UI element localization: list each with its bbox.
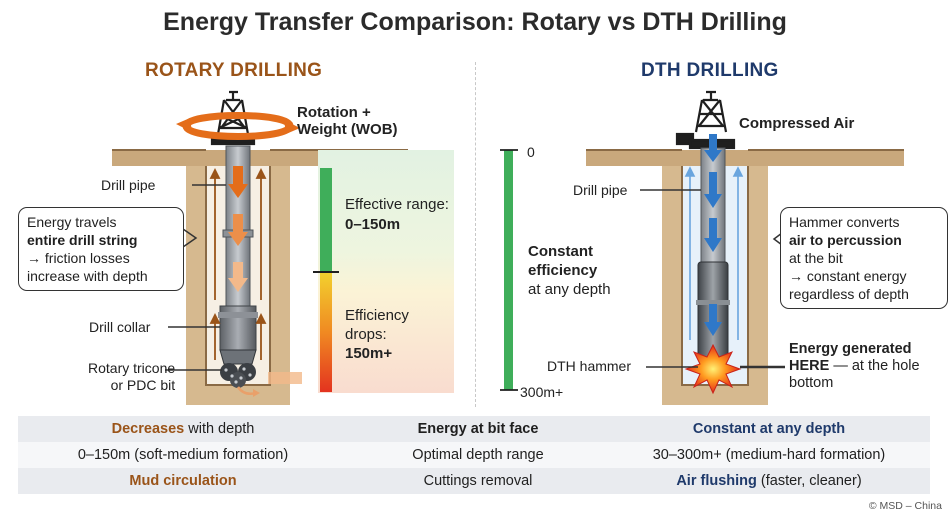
efficiency-drop-label: Efficiency drops: 150m+ xyxy=(345,306,409,363)
energy-line-3: bottom xyxy=(789,375,834,391)
energy-line-2-rest: — at the hole xyxy=(829,358,920,374)
rotary-bit-line-2: or PDC bit xyxy=(110,377,176,393)
effective-range-value: 0–150m xyxy=(345,216,401,233)
rotary-energy-arrows xyxy=(228,166,248,292)
efficiency-drop-bar xyxy=(320,272,332,392)
percussion-blast-icon xyxy=(684,343,742,395)
rotary-bit-line-1: Rotary tricone xyxy=(88,360,176,376)
dth-depth-scale xyxy=(500,149,518,391)
cell-emphasis: Decreases xyxy=(111,421,185,437)
rotary-callout-line-3: → friction losses xyxy=(27,250,130,266)
constant-line-1: Constant xyxy=(528,243,593,260)
air-flow-arrows xyxy=(704,134,722,336)
efficiency-zone xyxy=(318,150,454,393)
cell-text: 0–150m (soft-medium formation) xyxy=(77,447,289,463)
table-row: Decreases with depth Energy at bit face … xyxy=(18,416,930,442)
table-cell-dth: 30–300m+ (medium-hard formation) xyxy=(608,447,930,463)
comparison-table: Decreases with depth Energy at bit face … xyxy=(18,416,930,494)
rotary-annulus-arrows xyxy=(209,167,267,360)
dth-drill-pipe-label: Drill pipe xyxy=(573,182,628,198)
constant-line-3: at any depth xyxy=(528,281,611,298)
cell-emphasis: Air flushing xyxy=(676,473,757,489)
effective-range-bar xyxy=(320,168,332,272)
dth-callout-line-2: air to percussion xyxy=(789,232,902,248)
depth-top-label: 0 xyxy=(527,144,535,160)
cell-text: with depth xyxy=(184,421,255,437)
table-cell-criterion: Energy at bit face xyxy=(417,421,539,437)
dth-hammer-callout: Hammer converts air to percussion at the… xyxy=(780,207,948,309)
cell-emphasis: Mud circulation xyxy=(129,473,237,489)
efficiency-drop-line-1: Efficiency xyxy=(345,307,409,324)
dth-hammer-label: DTH hammer xyxy=(547,358,632,374)
rotary-heading: ROTARY DRILLING xyxy=(145,60,323,81)
constant-line-2: efficiency xyxy=(528,262,598,279)
cell-text: 30–300m+ (medium-hard formation) xyxy=(652,447,886,463)
effective-range-line-1: Effective range: xyxy=(345,196,449,213)
table-row: 0–150m (soft-medium formation) Optimal d… xyxy=(18,442,930,468)
dth-callout-line-3: at the bit xyxy=(789,250,843,266)
efficiency-drop-value: 150m+ xyxy=(345,345,393,362)
table-cell-dth: Constant at any depth xyxy=(608,421,930,437)
energy-generated-label: Energy generated HERE — at the hole bott… xyxy=(789,341,920,392)
rotary-callout-line-2: entire drill string xyxy=(27,232,138,248)
air-return-arrows xyxy=(684,166,744,340)
table-cell-criterion: Cuttings removal xyxy=(423,473,533,489)
tricone-bit-icon xyxy=(219,349,302,397)
energy-line-1: Energy generated xyxy=(789,341,912,357)
rotary-leader-lines xyxy=(165,184,226,371)
rotation-label-line-1: Rotation + xyxy=(297,104,371,121)
page-title: Energy Transfer Comparison: Rotary vs DT… xyxy=(163,8,787,36)
section-divider xyxy=(475,62,476,407)
cell-text: (faster, cleaner) xyxy=(756,473,862,489)
rotary-callout-line-4: increase with depth xyxy=(27,268,148,284)
rotary-bit-label: Rotary tricone or PDC bit xyxy=(88,360,175,394)
table-cell-rotary: 0–150m (soft-medium formation) xyxy=(18,447,348,463)
table-row: Mud circulation Cuttings removal Air flu… xyxy=(18,468,930,494)
cell-emphasis: Constant at any depth xyxy=(692,421,846,437)
rotary-callout-line-1: Energy travels xyxy=(27,214,117,230)
credit-text: © MSD – China xyxy=(868,500,942,512)
efficiency-drop-line-2: drops: xyxy=(345,326,387,343)
dth-callout-line-4: → constant energy xyxy=(789,268,907,284)
dth-callout-line-1: Hammer converts xyxy=(789,214,900,230)
rotary-drill-pipe-label: Drill pipe xyxy=(101,177,156,193)
table-cell-rotary: Mud circulation xyxy=(18,473,348,489)
rotation-label-line-2: Weight (WOB) xyxy=(297,121,398,138)
constant-efficiency-label: Constant efficiency at any depth xyxy=(528,242,611,299)
effective-range-label: Effective range: 0–150m xyxy=(345,196,449,233)
dth-rig-icon xyxy=(675,90,736,150)
drill-collar-label: Drill collar xyxy=(89,319,151,335)
table-cell-rotary: Decreases with depth xyxy=(18,421,348,437)
compressed-air-label: Compressed Air xyxy=(739,115,855,132)
dth-heading: DTH DRILLING xyxy=(641,60,779,81)
rotary-energy-callout: Energy travels entire drill string → fri… xyxy=(18,207,184,291)
energy-here: HERE xyxy=(789,358,830,374)
table-cell-dth: Air flushing (faster, cleaner) xyxy=(608,473,930,489)
dth-callout-line-5: regardless of depth xyxy=(789,286,909,302)
depth-bottom-label: 300m+ xyxy=(520,384,564,400)
table-cell-criterion: Optimal depth range xyxy=(412,447,544,463)
rotation-arrow-icon xyxy=(176,112,300,140)
rotation-label: Rotation + Weight (WOB) xyxy=(297,104,398,138)
